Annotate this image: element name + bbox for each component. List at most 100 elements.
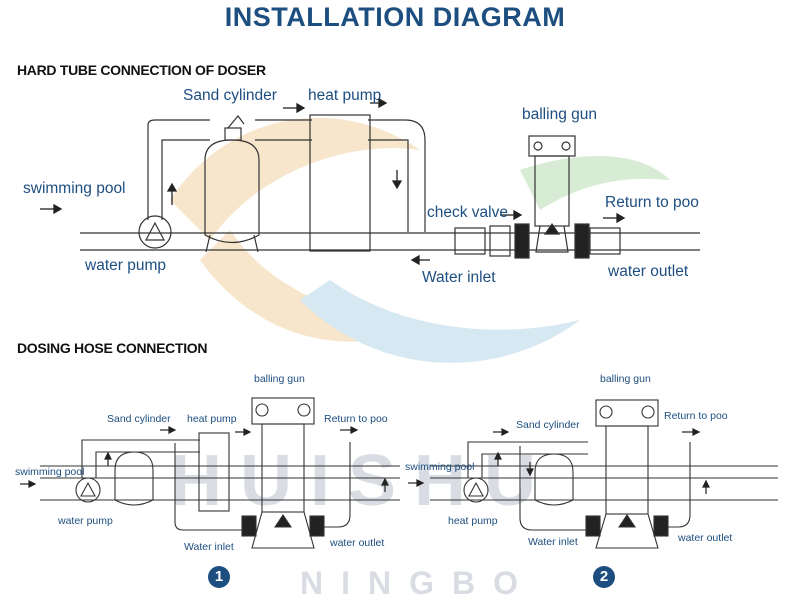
balling-gun-valve bbox=[617, 514, 637, 528]
sand-cylinder-icon bbox=[534, 453, 574, 506]
cylinder-leg bbox=[205, 234, 211, 253]
label-balling-gun: balling gun bbox=[522, 106, 597, 123]
d2-label-swimming-pool: swimming pool bbox=[405, 461, 475, 473]
label-water-outlet: water outlet bbox=[608, 263, 689, 280]
balling-gun-base bbox=[251, 511, 315, 549]
flow-arrow-icon bbox=[410, 254, 420, 266]
label-sand-cylinder: Sand cylinder bbox=[183, 87, 277, 104]
union-nut bbox=[241, 515, 257, 537]
fitting bbox=[489, 225, 511, 257]
water-pump-icon bbox=[463, 477, 489, 503]
balling-gun-icon bbox=[605, 425, 649, 515]
cap-knob bbox=[561, 141, 571, 151]
watermark-blue-leaf bbox=[300, 280, 580, 363]
balling-gun-valve bbox=[543, 222, 561, 235]
section-heading-hard-tube: HARD TUBE CONNECTION OF DOSER bbox=[17, 62, 266, 78]
flow-arrow-icon bbox=[513, 209, 523, 221]
section-heading-dosing-hose: DOSING HOSE CONNECTION bbox=[17, 340, 208, 356]
d2-label-water-inlet: Water inlet bbox=[528, 536, 578, 548]
water-pump-triangle bbox=[468, 481, 484, 497]
flow-arrow-icon bbox=[104, 451, 112, 460]
balling-gun-valve bbox=[273, 514, 293, 528]
d2-label-balling-gun: balling gun bbox=[600, 373, 651, 385]
balling-gun-base bbox=[595, 513, 659, 549]
label-water-pump: water pump bbox=[85, 257, 166, 274]
dosing-hose bbox=[519, 446, 592, 531]
cap-knob bbox=[297, 403, 311, 417]
flow-arrow-icon bbox=[168, 426, 177, 434]
water-pump-icon bbox=[138, 215, 172, 249]
riser-pipe bbox=[81, 439, 130, 478]
d1-label-water-inlet: Water inlet bbox=[184, 541, 234, 553]
label-swimming-pool: swimming pool bbox=[23, 180, 126, 197]
flow-arrow-icon bbox=[166, 182, 178, 192]
cylinder-leg bbox=[253, 234, 259, 253]
dosing-hose bbox=[174, 443, 245, 531]
flow-arrow-icon bbox=[378, 97, 388, 109]
watermark-city: NINGBO bbox=[300, 565, 536, 601]
flow-arrow-icon bbox=[501, 428, 510, 436]
fitting bbox=[589, 227, 621, 255]
sand-cylinder-valve bbox=[224, 127, 242, 141]
d1-label-water-pump: water pump bbox=[58, 515, 113, 527]
down-pipe-inner bbox=[368, 139, 409, 232]
balling-gun-base bbox=[535, 225, 569, 253]
flow-arrow-icon bbox=[296, 102, 306, 114]
d1-label-sand-cylinder: Sand cylinder bbox=[107, 413, 171, 425]
union-nut bbox=[514, 223, 530, 259]
label-heat-pump: heat pump bbox=[308, 87, 382, 104]
riser-pipe bbox=[467, 441, 520, 478]
diagram-number-badge-2: 2 bbox=[593, 566, 615, 588]
flow-arrow-icon bbox=[350, 426, 359, 434]
water-pump-icon bbox=[75, 477, 101, 503]
page-title: INSTALLATION DIAGRAM bbox=[224, 2, 566, 32]
flow-arrow-icon bbox=[391, 180, 403, 190]
watermark-brand: HUISHU bbox=[170, 441, 555, 521]
union-nut bbox=[653, 515, 669, 537]
label-water-inlet: Water inlet bbox=[422, 269, 496, 286]
heat-pump-icon bbox=[198, 432, 230, 512]
flow-arrow-icon bbox=[381, 477, 389, 486]
riser-pipe-inner bbox=[161, 139, 210, 220]
d1-label-swimming-pool: swimming pool bbox=[15, 466, 85, 478]
riser-pipe bbox=[95, 451, 130, 478]
heat-pump-icon bbox=[309, 114, 371, 252]
riser-pipe bbox=[481, 453, 520, 478]
d2-label-sand-cylinder: Sand cylinder bbox=[516, 419, 580, 431]
dosing-hose bbox=[320, 442, 351, 528]
flow-arrow-icon bbox=[702, 479, 710, 488]
diagram-number-badge-1: 1 bbox=[208, 566, 230, 588]
riser-pipe bbox=[147, 119, 210, 220]
flow-arrow-icon bbox=[416, 479, 425, 487]
sand-cylinder-handle bbox=[227, 115, 245, 129]
d1-label-water-outlet: water outlet bbox=[330, 537, 385, 549]
down-pipe bbox=[368, 119, 426, 232]
watermark-green-leaf bbox=[520, 156, 670, 210]
union-nut bbox=[585, 515, 601, 537]
label-return-to-pool: Return to poo bbox=[605, 194, 699, 211]
water-pump-triangle bbox=[145, 221, 165, 241]
d1-label-balling-gun: balling gun bbox=[254, 373, 305, 385]
flow-arrow-icon bbox=[28, 480, 37, 488]
balling-gun-icon bbox=[261, 423, 305, 513]
sand-cylinder-icon bbox=[114, 451, 154, 506]
watermark-orange-leaf bbox=[170, 117, 420, 240]
label-check-valve: check valve bbox=[427, 204, 508, 221]
balling-gun-cap bbox=[595, 399, 659, 427]
flow-arrow-icon bbox=[526, 468, 534, 477]
d2-label-return-to-pool: Return to poo bbox=[664, 410, 728, 422]
sand-cylinder-icon bbox=[204, 139, 260, 244]
union-nut bbox=[309, 515, 325, 537]
d1-label-return-to-pool: Return to poo bbox=[324, 413, 388, 425]
dosing-hose bbox=[665, 442, 691, 528]
flow-arrow-icon bbox=[494, 451, 502, 460]
d2-label-water-outlet: water outlet bbox=[678, 532, 733, 544]
union-nut bbox=[574, 223, 590, 259]
flow-arrow-icon bbox=[692, 428, 701, 436]
flow-arrow-icon bbox=[616, 212, 626, 224]
check-valve-icon bbox=[454, 227, 486, 255]
cap-knob bbox=[599, 405, 613, 419]
